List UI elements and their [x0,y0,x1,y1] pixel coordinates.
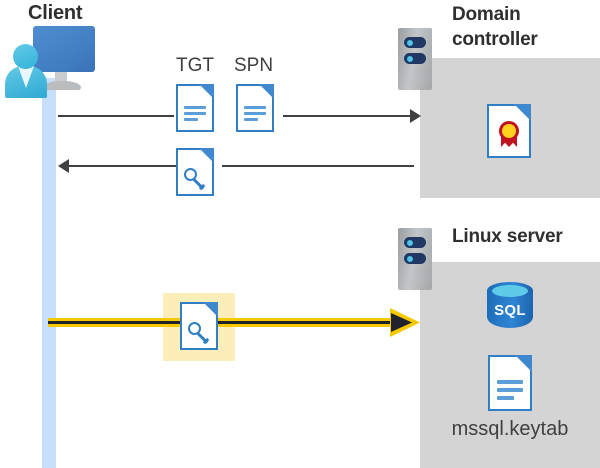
certificate-seal-inner [502,124,516,138]
request-arrow-head-icon [410,109,421,123]
monitor-base-icon [43,81,81,90]
document-text-line [184,106,206,109]
document-text-line [184,112,206,115]
response-arrow-line-right [222,165,414,167]
arrow-line-core [48,321,180,324]
request-arrow-line-right [283,115,414,117]
server-led-top [404,37,426,48]
person-head-icon [13,44,38,69]
document-text-line [497,396,514,400]
arrow-line-core [218,321,398,324]
monitor-neck-icon [55,72,67,83]
sql-label: SQL [494,302,526,319]
ticket-presentation-arrow-head-icon [390,308,420,337]
client-title: Client [28,2,83,24]
tgt-document-icon [176,84,214,132]
server-led-dot [407,39,413,46]
key-icon [188,322,212,345]
document-text-line [497,380,523,384]
domain-controller-title: Domain controller [452,2,538,52]
client-user-with-monitor-icon [5,26,97,98]
client-lifeline [42,78,56,468]
response-arrow-line-left [68,165,176,167]
server-led-dot [407,239,413,246]
spn-document-icon [236,84,274,132]
document-text-line [184,118,198,121]
document-page [176,84,214,132]
linux-server-server-rack-icon [398,228,432,290]
server-led-top [404,237,426,248]
highlighted-key-document-icon [180,302,218,350]
sql-database-icon: SQL [487,282,533,334]
database-cylinder-top-inner [492,285,528,297]
server-led-dot [407,255,413,262]
tgt-label: TGT [176,55,214,76]
server-led-bottom [404,253,426,264]
document-text-line [244,118,258,121]
spn-label: SPN [234,55,274,76]
monitor-screen-icon [33,26,95,72]
certificate-document-icon [487,104,531,158]
domain-controller-title-line-1: Domain [452,4,521,25]
document-text-line [244,112,266,115]
key-ring [188,322,201,335]
server-led-bottom [404,53,426,64]
key-icon [184,168,208,191]
document-text-line [497,388,523,392]
service-ticket-key-document-icon [176,148,214,196]
linux-server-title: Linux server [452,226,563,247]
server-led-dot [407,55,413,62]
ticket-presentation-arrow-line-left [48,318,180,327]
domain-controller-title-line-2: controller [452,29,538,50]
response-arrow-head-icon [58,159,69,173]
document-text-line [244,106,266,109]
keytab-document-icon [488,355,532,411]
key-ring [184,168,197,181]
domain-controller-server-rack-icon [398,28,432,90]
ticket-presentation-arrow-line-right [218,318,398,327]
keytab-filename-label: mssql.keytab [451,418,569,440]
request-arrow-line-left [58,115,174,117]
